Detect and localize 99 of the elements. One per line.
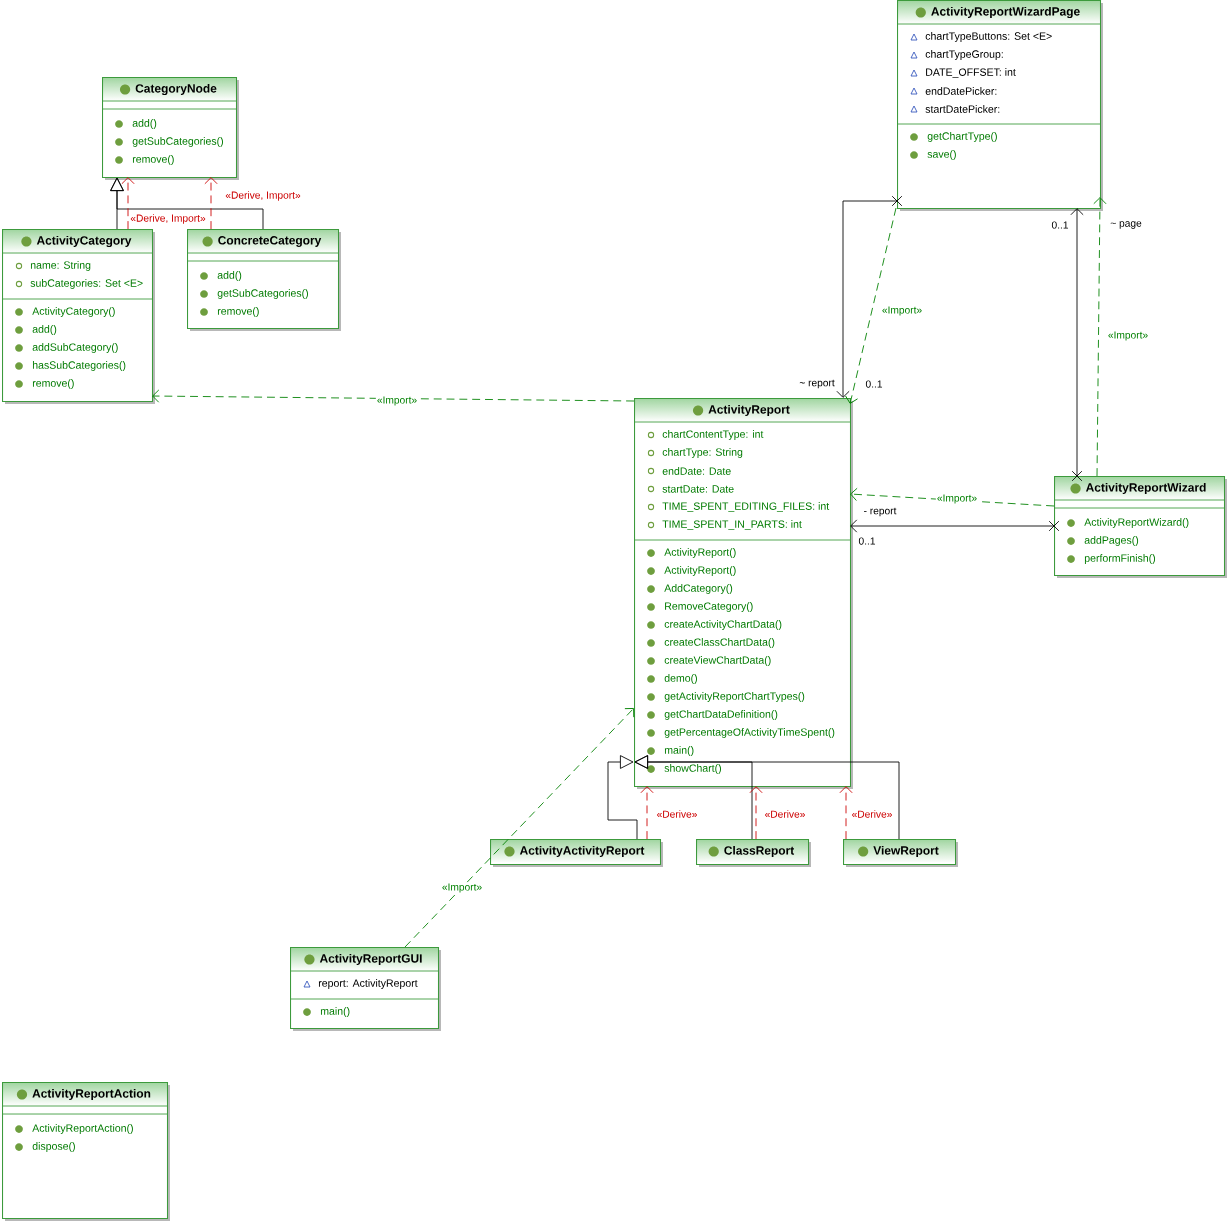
method-text: hasSubCategories()	[33, 361, 126, 371]
class-name: ActivityReportGUI	[319, 953, 422, 966]
method-text: createActivityChartData()	[664, 620, 782, 630]
method-text: dispose()	[32, 1142, 75, 1152]
class-box	[696, 839, 811, 867]
class-box	[186, 229, 341, 331]
edge-label: «Derive»	[850, 809, 894, 819]
method-text: remove()	[132, 155, 174, 165]
association-arrow	[1070, 208, 1084, 482]
attribute-text: endDate: Date	[662, 467, 731, 475]
dependency-arrow	[640, 786, 654, 840]
dependency-arrow	[839, 786, 853, 840]
attribute-text: startDate: Date	[662, 485, 734, 493]
edge-label: «Derive, Import»	[224, 190, 302, 202]
method-text: ActivityReport()	[664, 566, 736, 576]
class-box	[289, 947, 441, 1031]
method-text: remove()	[217, 307, 259, 317]
class-box	[633, 398, 853, 789]
method-text: createViewChartData()	[664, 656, 771, 666]
method-text: main()	[664, 746, 694, 756]
multiplicity-label: 0..1	[865, 380, 882, 388]
attribute-text: chartTypeButtons: Set <E>	[925, 32, 1052, 42]
class-box	[1053, 476, 1227, 578]
attribute-text: chartTypeGroup:	[925, 50, 1003, 60]
class-name: ActivityActivityReport	[519, 845, 645, 858]
method-text: ActivityReportWizard()	[1084, 518, 1189, 528]
class-box	[1, 1082, 170, 1221]
attribute-text: TIME_SPENT_EDITING_FILES: int	[662, 502, 830, 512]
edge-label: «Import»	[440, 882, 484, 894]
method-text: getSubCategories()	[217, 289, 308, 299]
class-name: ActivityReportWizardPage	[931, 6, 1080, 19]
class-box	[843, 839, 958, 867]
method-text: getActivityReportChartTypes()	[664, 692, 805, 702]
edge-label: «Import»	[375, 395, 419, 407]
dependency-arrow	[845, 207, 897, 404]
class-name: ViewReport	[873, 845, 939, 858]
attribute-text: chartContentType: int	[662, 430, 764, 440]
association-arrow	[836, 195, 903, 398]
method-text: getSubCategories()	[132, 137, 223, 147]
attribute-text: report: ActivityReport	[318, 979, 418, 989]
class-name: ActivityReportAction	[32, 1088, 151, 1101]
method-text: main()	[320, 1007, 350, 1017]
attribute-text: TIME_SPENT_IN_PARTS: int	[662, 520, 802, 530]
method-text: remove()	[32, 379, 74, 389]
class-name: ClassReport	[724, 845, 795, 858]
method-text: demo()	[664, 674, 697, 684]
attribute-text: startDatePicker:	[925, 105, 1000, 113]
dependency-arrow	[850, 487, 1055, 507]
method-text: ActivityReportAction()	[32, 1124, 133, 1134]
method-text: createClassChartData()	[664, 638, 775, 648]
multiplicity-label: 0..1	[1051, 221, 1069, 229]
dependency-arrow	[152, 389, 635, 403]
method-text: getChartDataDefinition()	[664, 710, 778, 720]
edge-label: «Import»	[880, 305, 924, 317]
generalization-arrow	[634, 755, 900, 840]
class-box	[1, 229, 155, 404]
method-text: showChart()	[664, 764, 721, 774]
class-box	[490, 839, 663, 867]
class-name: ActivityReport	[708, 404, 790, 417]
method-text: getChartType()	[927, 132, 997, 142]
class-box	[101, 77, 239, 180]
class-box	[896, 0, 1103, 211]
attribute-text: name: String	[30, 261, 91, 271]
edge-label: «Import»	[1106, 330, 1150, 342]
dependency-arrow	[1093, 197, 1107, 477]
class-name: ActivityReportWizard	[1085, 482, 1206, 495]
attribute-text: chartType: String	[662, 448, 743, 458]
method-text: add()	[217, 271, 242, 281]
role-label: ~ page	[1110, 221, 1142, 229]
dependency-arrow	[121, 177, 135, 230]
method-text: addSubCategory()	[32, 343, 118, 353]
method-text: addPages()	[1084, 536, 1139, 546]
class-name: ConcreteCategory	[218, 236, 322, 247]
method-text: ActivityReport()	[664, 548, 736, 558]
method-text: save()	[927, 150, 956, 160]
method-text: getPercentageOfActivityTimeSpent()	[664, 728, 835, 738]
attribute-text: DATE_OFFSET: int	[926, 68, 1016, 78]
edge-label: «Derive»	[763, 809, 807, 819]
attribute-text: subCategories: Set <E>	[30, 279, 143, 289]
generalization-arrow	[110, 177, 264, 230]
edge-label: «Derive»	[655, 809, 699, 819]
edge-label: «Derive, Import»	[129, 213, 207, 225]
method-text: RemoveCategory()	[665, 602, 753, 612]
class-name: ActivityCategory	[36, 235, 132, 248]
dependency-arrow	[404, 708, 635, 948]
method-text: ActivityCategory()	[32, 307, 115, 317]
association-arrow	[850, 519, 1060, 533]
method-text: AddCategory()	[664, 584, 733, 594]
attribute-text: endDatePicker:	[925, 87, 997, 95]
method-text: add()	[132, 119, 157, 129]
role-label: ~ report	[799, 379, 835, 389]
dependency-arrow	[749, 786, 763, 840]
generalization-arrow	[607, 755, 638, 840]
dependency-arrow	[204, 177, 218, 230]
edge-label: «Import»	[935, 493, 979, 505]
method-text: performFinish()	[1084, 554, 1156, 564]
role-label: - report	[864, 507, 897, 517]
method-text: add()	[32, 325, 57, 335]
class-name: CategoryNode	[135, 83, 217, 96]
